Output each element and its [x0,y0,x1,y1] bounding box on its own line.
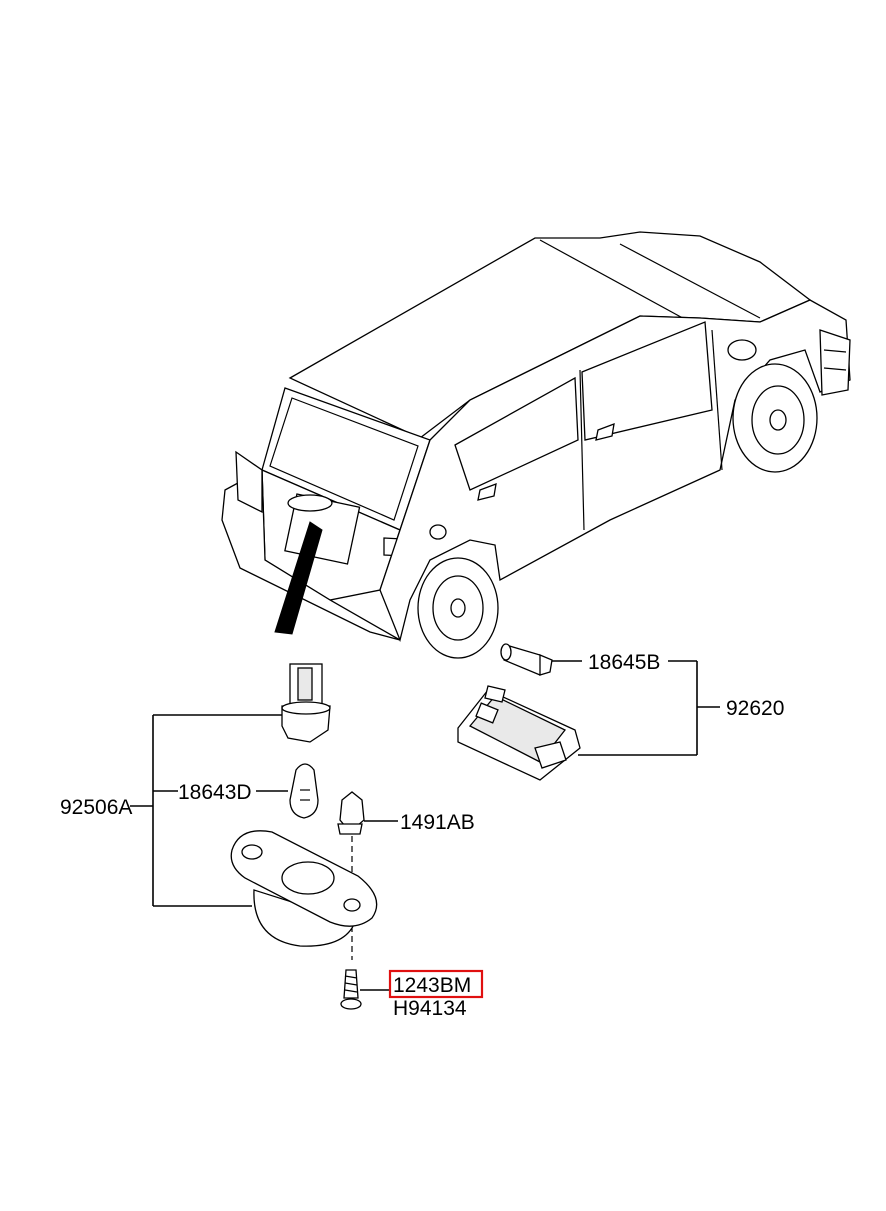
vehicle-illustration [221,231,851,659]
screw-part [340,969,362,1010]
part-label-h94134: H94134 [393,997,467,1020]
highlight-box [388,969,484,999]
part-label-92506a: 92506A [60,796,132,819]
license-lamp-base-part [230,830,378,947]
clip-part [337,791,365,835]
interior-lamp-part [457,685,697,781]
part-label-18645b: 18645B [588,651,660,674]
part-label-18643d: 18643D [178,781,252,804]
part-label-1243bm[interactable]: 1243BM [393,974,471,997]
socket-part [281,663,331,743]
part-label-1491ab: 1491AB [400,811,475,834]
callout-arrow [274,521,323,635]
festoon-bulb-part [500,643,582,676]
wedge-bulb-part [289,763,319,819]
part-label-92620: 92620 [726,697,784,720]
